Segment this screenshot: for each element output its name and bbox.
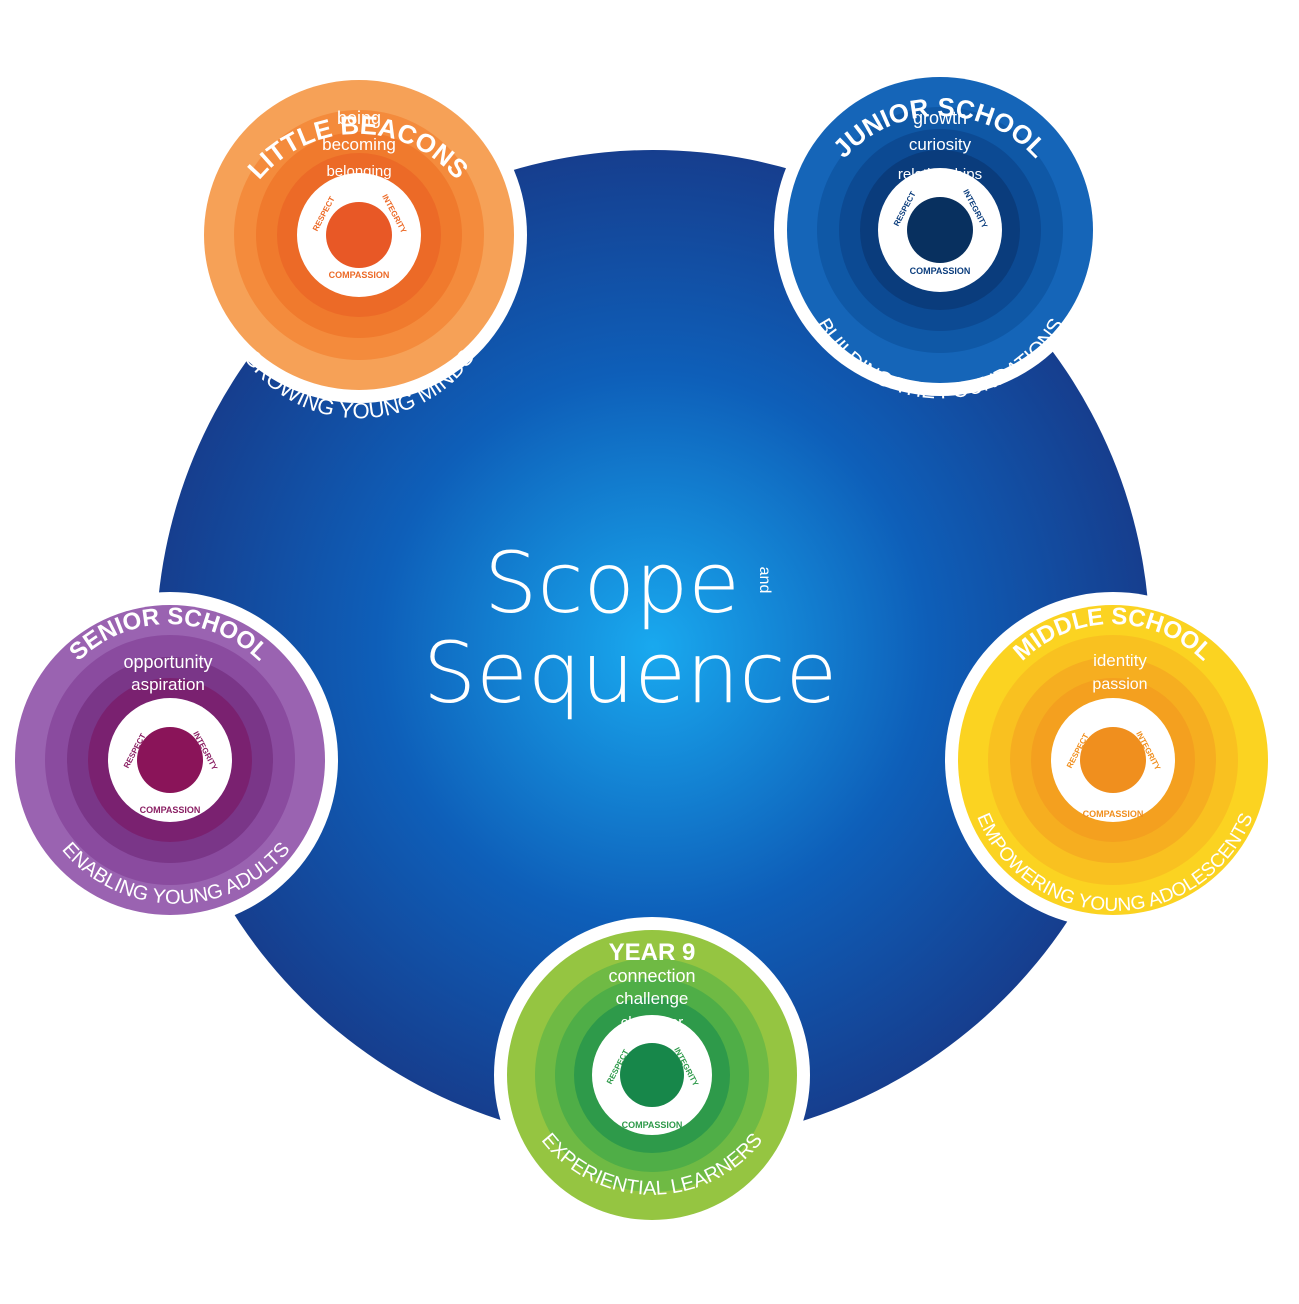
center-title-line2: Sequence [423, 624, 837, 722]
stage-word-1: identity [1093, 651, 1147, 670]
stage-word-1: opportunity [123, 652, 212, 672]
stage-word-3: connection [136, 701, 204, 717]
head-icon [907, 197, 973, 263]
stage-name: YEAR 9 [609, 939, 696, 966]
stage-word-1: growth [913, 108, 967, 128]
value-compassion: COMPASSION [622, 1120, 683, 1130]
value-compassion: COMPASSION [1083, 809, 1144, 819]
stage-senior-school: COMPASSION RESPECT INTEGRITY SENIOR SCHO… [2, 592, 338, 928]
value-compassion: COMPASSION [140, 805, 201, 815]
stage-junior-school: COMPASSION RESPECT INTEGRITY JUNIOR SCHO… [774, 64, 1106, 404]
stage-word-2: passion [1092, 676, 1147, 693]
stage-word-1: being [337, 108, 381, 128]
stage-word-3: character [621, 1014, 684, 1031]
head-icon [137, 727, 203, 793]
center-title-and: and [756, 567, 773, 594]
stage-word-2: challenge [616, 989, 689, 1008]
stage-little-beacons: COMPASSION RESPECT INTEGRITY LITTLE BEAC… [191, 67, 527, 423]
value-compassion: COMPASSION [910, 266, 971, 276]
head-icon [1080, 727, 1146, 793]
center-title-line1: Scope [484, 534, 740, 632]
stage-word-2: aspiration [131, 675, 205, 694]
head-icon [620, 1043, 684, 1107]
stage-middle-school: COMPASSION RESPECT INTEGRITY MIDDLE SCHO… [945, 592, 1281, 928]
stage-word-2: becoming [322, 135, 396, 154]
stage-word-3: relationships [898, 166, 982, 183]
stage-word-1: connection [608, 966, 695, 986]
value-compassion: COMPASSION [329, 270, 390, 280]
center-disc [156, 150, 1150, 1144]
stage-word-2: curiosity [909, 135, 972, 154]
stage-year-9: COMPASSION RESPECT INTEGRITY YEAR 9 EXPE… [494, 917, 810, 1233]
head-icon [326, 202, 392, 268]
stage-word-3: belonging [326, 163, 391, 180]
stage-word-3: agency [1095, 699, 1140, 715]
